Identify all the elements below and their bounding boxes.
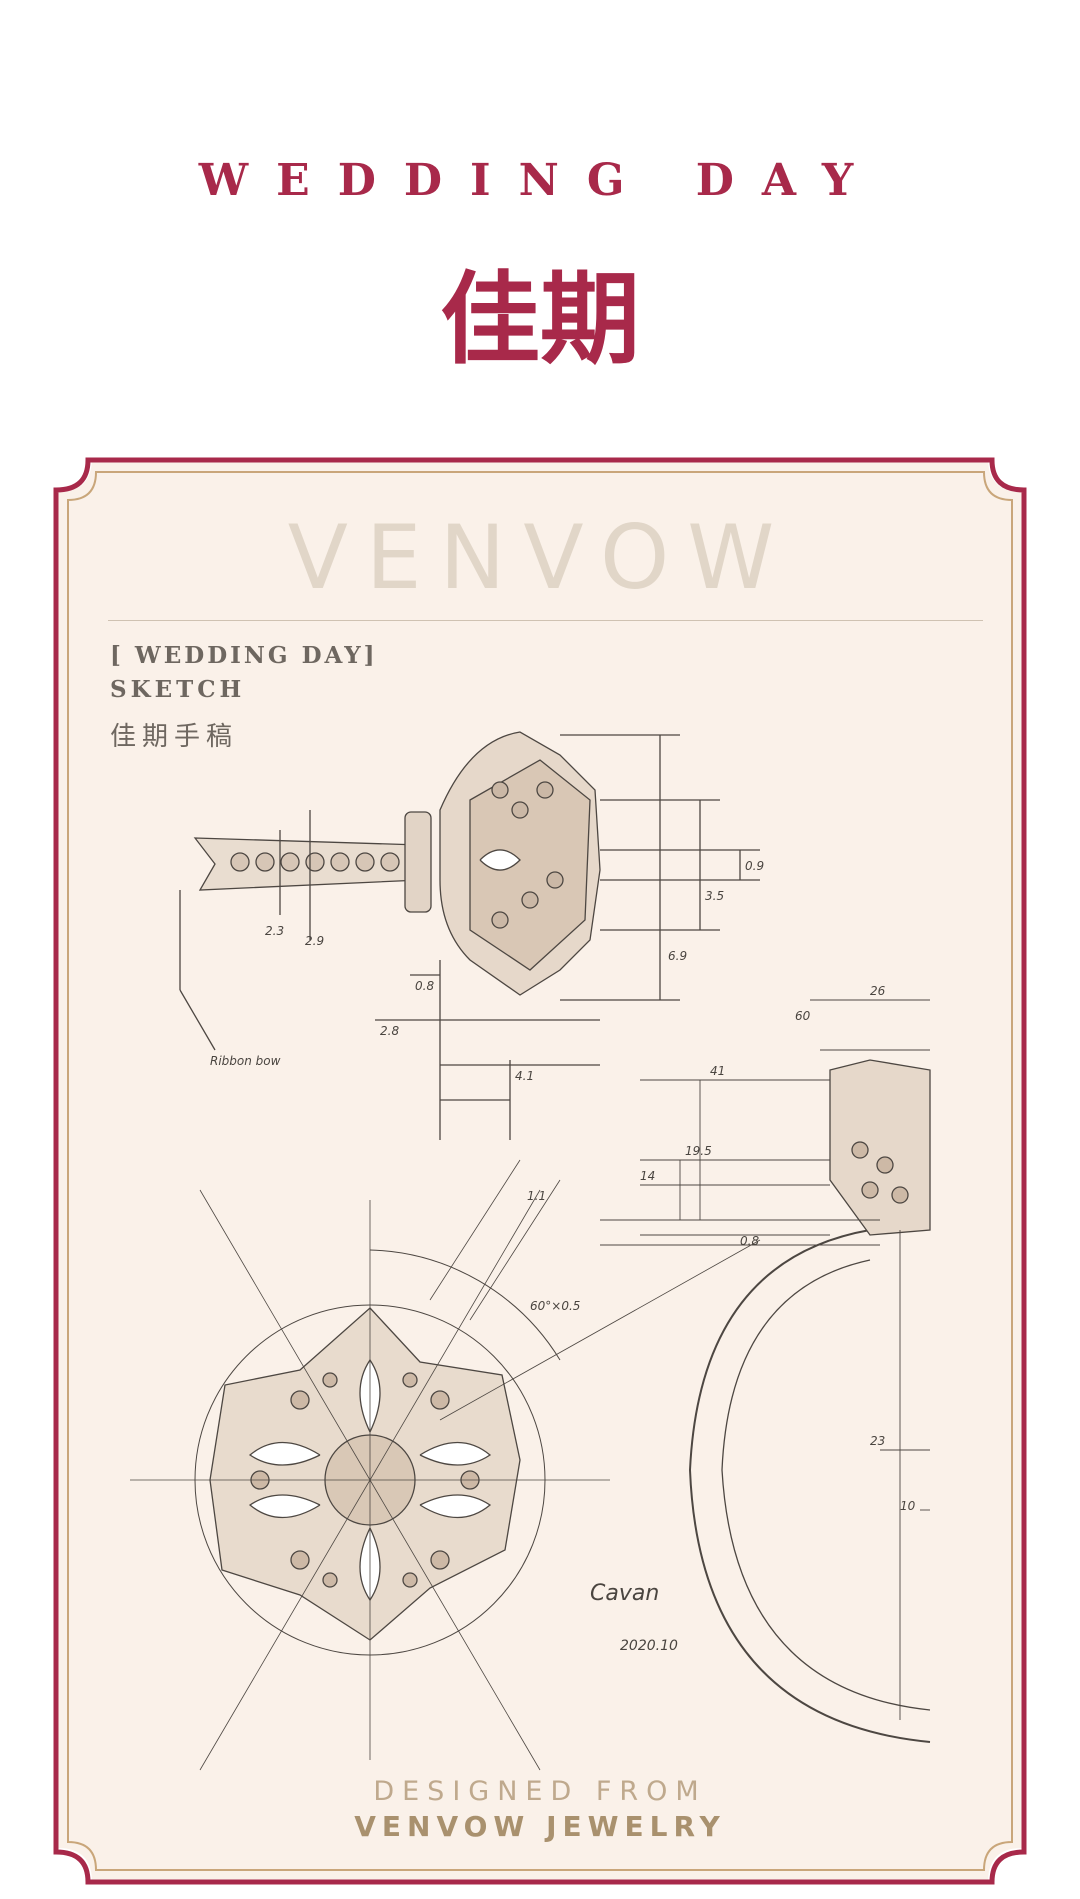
sketch-label-wedding-day: [ WEDDING DAY]: [110, 642, 378, 669]
dim-14: 14: [640, 1169, 655, 1183]
footer-venvow-jewelry: VENVOW JEWELRY: [354, 1810, 726, 1843]
dim-23: 23: [870, 1434, 885, 1448]
brand-watermark: VENVOW: [287, 506, 793, 609]
footer-designed-from: DESIGNED FROM: [373, 1776, 707, 1807]
sketch-label-cn: 佳期手稿: [110, 722, 239, 752]
outer-border: [53, 457, 1027, 1885]
dim-26: 26: [870, 984, 886, 998]
dim-6-9: 6.9: [668, 949, 687, 963]
dim-1-1: 1.1: [527, 1189, 546, 1203]
dim-0-8-b: 0.8: [415, 979, 434, 993]
dim-60x05: 60°×0.5: [530, 1299, 580, 1313]
dim-41: 41: [710, 1064, 725, 1078]
dim-10: 10: [900, 1499, 916, 1513]
sketch-label-sketch: SKETCH: [110, 676, 246, 703]
annotation-ribbon-bow: Ribbon bow: [210, 1054, 281, 1068]
inner-border: [67, 471, 1013, 1871]
divider: [108, 620, 983, 621]
page-title-en: WEDDING DAY: [198, 155, 882, 206]
page-title-cn: 佳期: [440, 260, 640, 378]
dim-3-5: 3.5: [705, 889, 724, 903]
dim-60: 60: [795, 1009, 811, 1023]
signature: Cavan: [590, 1581, 659, 1606]
dim-2-3: 2.3: [265, 924, 284, 938]
dim-19-5: 19.5: [685, 1144, 712, 1158]
dim-0-8: 0.8: [740, 1234, 759, 1248]
dim-0-9: 0.9: [745, 859, 764, 873]
sketch-date: 2020.10: [620, 1638, 678, 1654]
dim-2-8: 2.8: [380, 1024, 399, 1038]
dim-4-1: 4.1: [515, 1069, 534, 1083]
dim-2-9: 2.9: [305, 934, 324, 948]
